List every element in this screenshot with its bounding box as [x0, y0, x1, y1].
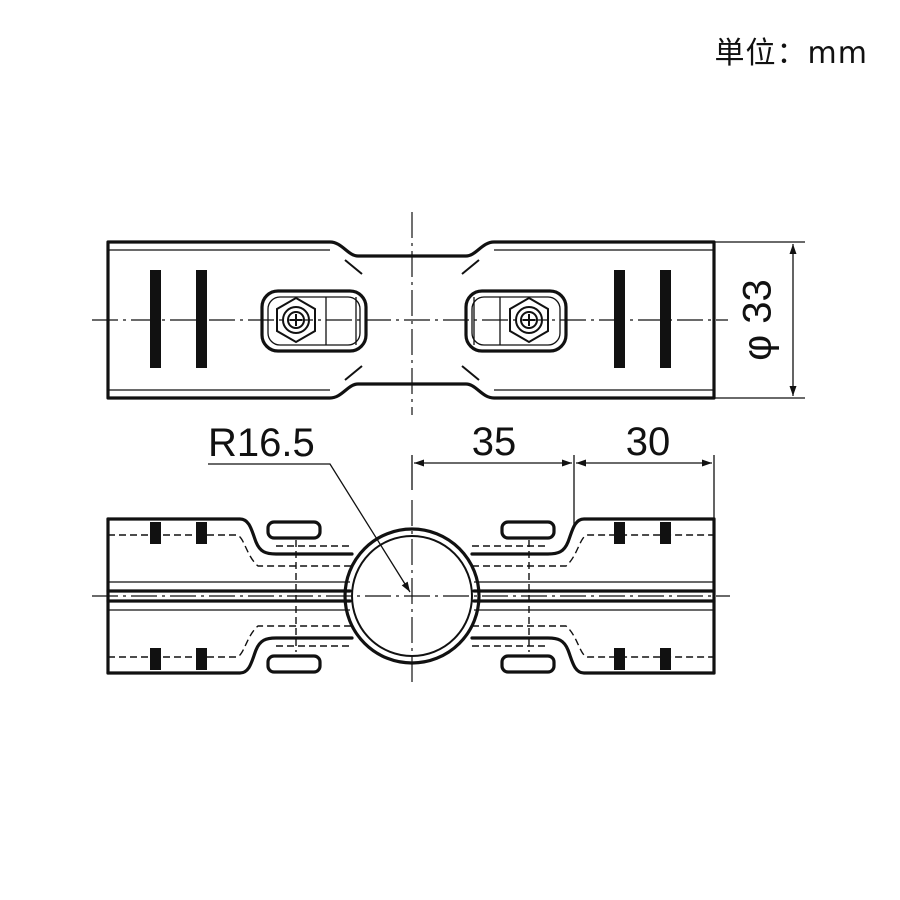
- unit-label: 単位：mm: [714, 36, 868, 71]
- side-lower-profile: [106, 636, 716, 675]
- pipe-cross-section-inner: [351, 535, 473, 657]
- side-upper-profile: [106, 517, 716, 556]
- screw-head-right-icon: [523, 314, 535, 326]
- bolt-right: [464, 289, 568, 353]
- dim-30-label: 30: [626, 420, 671, 464]
- top-view: φ 33: [92, 212, 805, 415]
- top-slot-right-1: [614, 270, 625, 368]
- dim-35-label: 35: [472, 420, 517, 464]
- bolt-left: [260, 289, 368, 353]
- top-slot-left-2: [196, 270, 207, 368]
- diameter-label: φ 33: [736, 279, 780, 361]
- screw-head-left-icon: [290, 314, 302, 326]
- top-slot-right-2: [660, 270, 671, 368]
- radius-label: R16.5: [208, 421, 315, 465]
- pipe-cross-section-outer: [343, 527, 481, 665]
- radius-leader: [208, 463, 411, 593]
- horizontal-dimensions: 35 30 R16.5: [208, 420, 715, 593]
- top-slot-left-1: [150, 270, 161, 368]
- side-view: [92, 500, 730, 685]
